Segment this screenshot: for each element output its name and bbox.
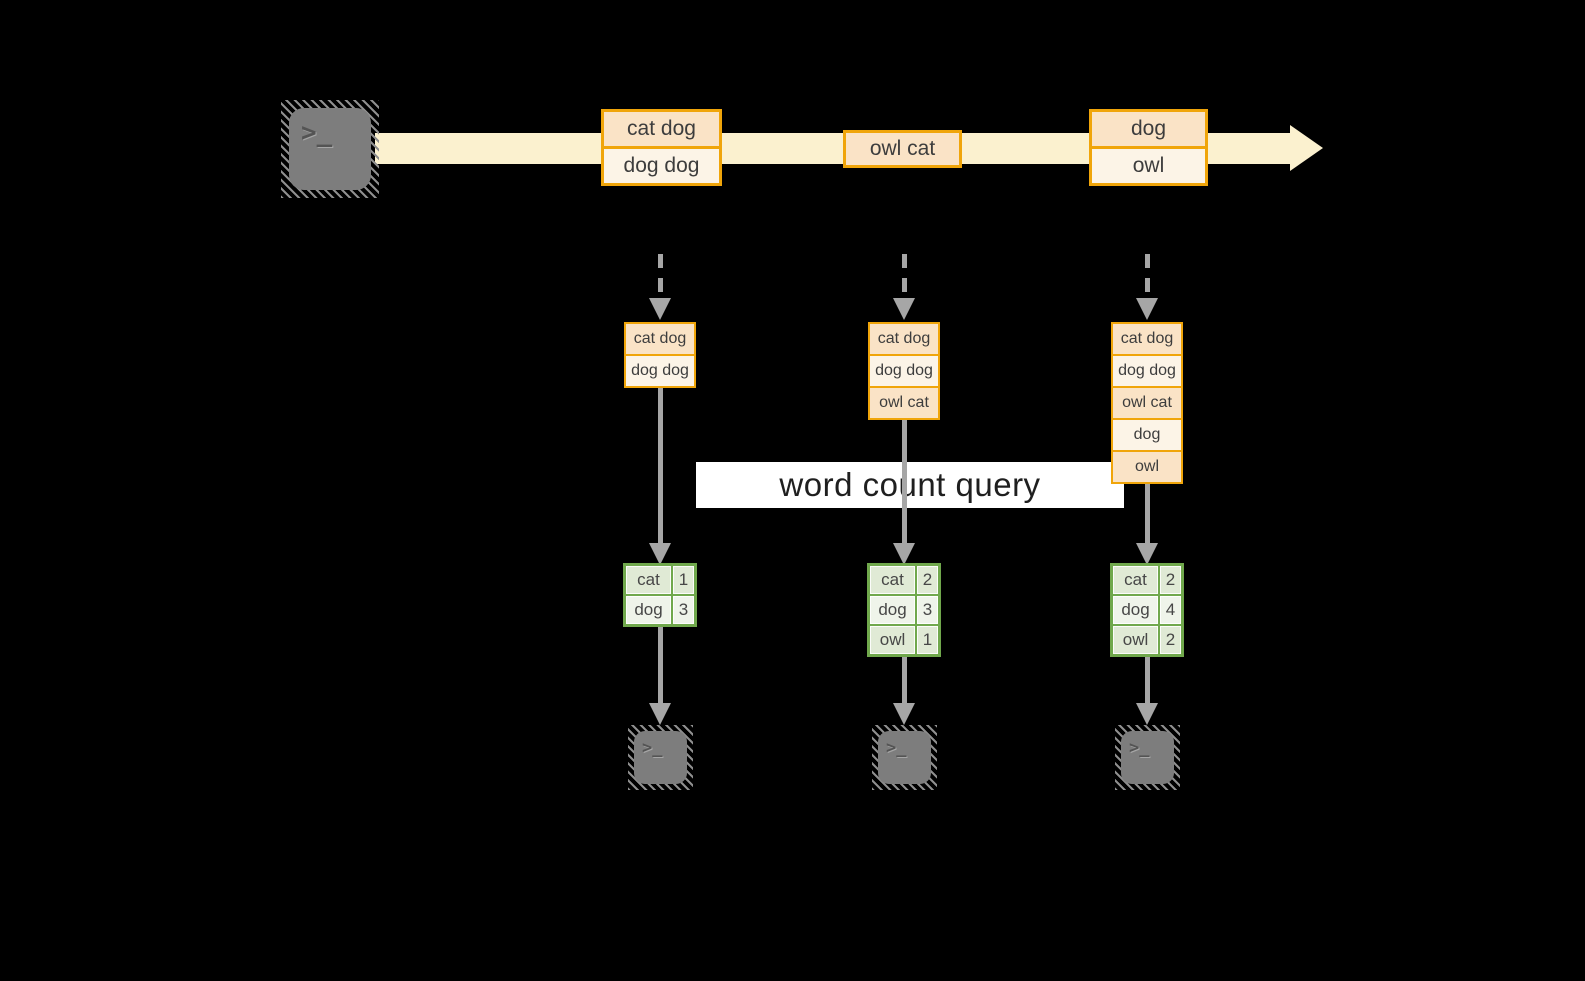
flow-line xyxy=(658,627,663,705)
event-line: owl cat xyxy=(846,133,959,165)
terminal-prompt-icon: >_ xyxy=(886,738,907,758)
buffer-row: cat dog xyxy=(1113,324,1181,354)
word-count-table-3: cat 2 dog 4 owl 2 xyxy=(1110,563,1184,657)
flow-line xyxy=(1145,484,1150,544)
source-terminal-icon: >_ xyxy=(281,100,379,198)
buffer-row: dog dog xyxy=(626,356,694,386)
flow-arrowhead-icon xyxy=(649,543,671,565)
buffer-row: dog dog xyxy=(1113,356,1181,386)
stream-arrowhead-icon xyxy=(1290,125,1323,171)
word-cell: cat xyxy=(870,566,915,594)
count-cell: 3 xyxy=(917,596,938,624)
output-terminal-icon-2: >_ xyxy=(872,725,937,790)
event-line: owl xyxy=(1092,149,1205,183)
buffer-row: dog dog xyxy=(870,356,938,386)
terminal-prompt-icon: >_ xyxy=(301,118,333,148)
count-cell: 3 xyxy=(673,596,694,624)
word-cell: dog xyxy=(870,596,915,624)
dashed-arrow xyxy=(902,254,907,296)
buffer-stack-1: cat dog dog dog xyxy=(624,322,696,388)
count-cell: 1 xyxy=(917,626,938,654)
output-terminal-icon-3: >_ xyxy=(1115,725,1180,790)
event-box-3: dog owl xyxy=(1089,109,1208,186)
buffer-row: owl cat xyxy=(870,388,938,418)
flow-line xyxy=(902,657,907,705)
word-cell: cat xyxy=(1113,566,1158,594)
word-cell: owl xyxy=(870,626,915,654)
flow-arrowhead-icon xyxy=(893,543,915,565)
buffer-row: cat dog xyxy=(870,324,938,354)
word-cell: cat xyxy=(626,566,671,594)
flow-arrowhead-icon xyxy=(1136,543,1158,565)
count-cell: 2 xyxy=(1160,566,1181,594)
query-label: word count query xyxy=(779,466,1041,503)
dashed-arrow xyxy=(658,254,663,296)
buffer-stack-2: cat dog dog dog owl cat xyxy=(868,322,940,420)
event-box-1: cat dog dog dog xyxy=(601,109,722,186)
flow-line xyxy=(658,388,663,544)
event-box-2: owl cat xyxy=(843,130,962,168)
event-line: cat dog xyxy=(604,112,719,146)
flow-line xyxy=(902,420,907,544)
buffer-row: owl xyxy=(1113,452,1181,482)
word-cell: owl xyxy=(1113,626,1158,654)
word-count-table-1: cat 1 dog 3 xyxy=(623,563,697,627)
query-label-box: word count query xyxy=(696,462,1124,508)
dashed-arrowhead-icon xyxy=(893,298,915,320)
count-cell: 1 xyxy=(673,566,694,594)
word-cell: dog xyxy=(626,596,671,624)
word-cell: dog xyxy=(1113,596,1158,624)
count-cell: 4 xyxy=(1160,596,1181,624)
buffer-row: owl cat xyxy=(1113,388,1181,418)
flow-line xyxy=(1145,657,1150,705)
dashed-arrow xyxy=(1145,254,1150,296)
output-terminal-icon-1: >_ xyxy=(628,725,693,790)
event-line: dog dog xyxy=(604,149,719,183)
terminal-prompt-icon: >_ xyxy=(1129,738,1150,758)
event-line: dog xyxy=(1092,112,1205,146)
buffer-row: cat dog xyxy=(626,324,694,354)
word-count-table-2: cat 2 dog 3 owl 1 xyxy=(867,563,941,657)
count-cell: 2 xyxy=(917,566,938,594)
count-cell: 2 xyxy=(1160,626,1181,654)
dashed-arrowhead-icon xyxy=(1136,298,1158,320)
flow-arrowhead-icon xyxy=(893,703,915,725)
buffer-row: dog xyxy=(1113,420,1181,450)
dashed-arrowhead-icon xyxy=(649,298,671,320)
terminal-prompt-icon: >_ xyxy=(642,738,663,758)
buffer-stack-3: cat dog dog dog owl cat dog owl xyxy=(1111,322,1183,484)
flow-arrowhead-icon xyxy=(649,703,671,725)
flow-arrowhead-icon xyxy=(1136,703,1158,725)
